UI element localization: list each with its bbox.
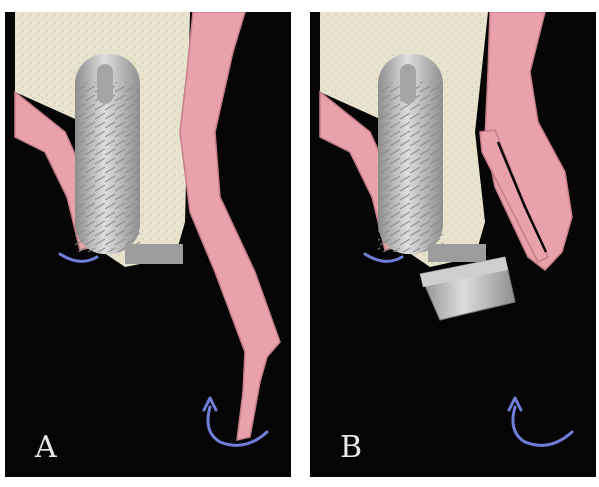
panel-b: B [310,12,596,477]
curved-arrow-icon [513,407,572,445]
panel-b-illustration [310,12,596,477]
panel-a: A [5,12,291,477]
curved-arrow-icon [365,254,402,261]
curved-arrow-icon [60,254,97,261]
panel-label-a: A [35,430,58,465]
gingiva-flap [180,12,280,440]
panel-a-illustration [5,12,291,477]
panel-label-b: B [340,430,363,465]
